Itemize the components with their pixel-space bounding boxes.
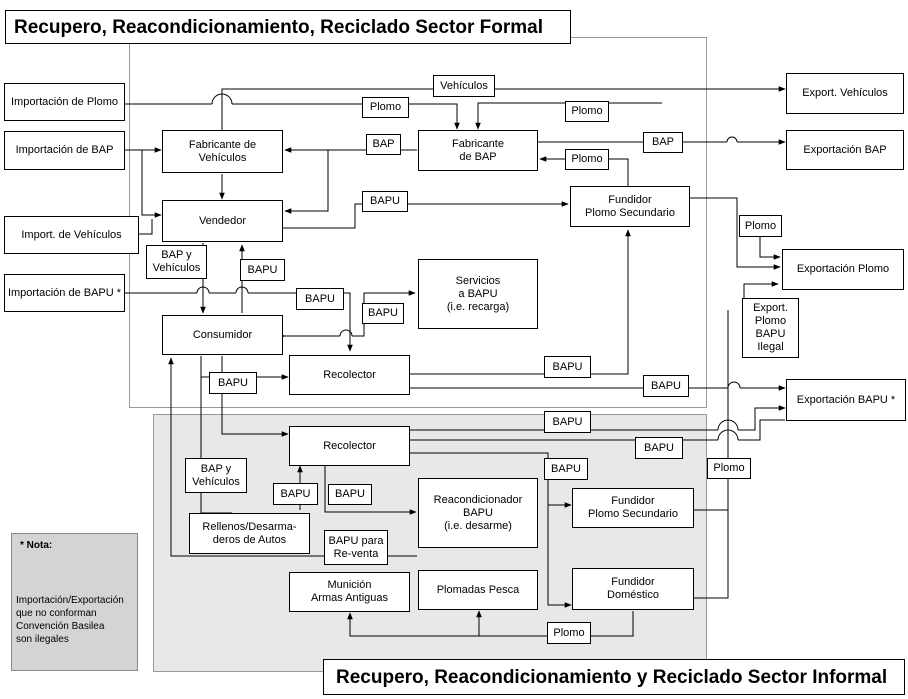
label-bap: BAP [643,132,683,153]
node-export-bap: Exportación BAP [786,130,904,170]
node-consumidor: Consumidor [162,315,283,355]
node-import-plomo: Importación de Plomo [4,83,125,121]
node-municion: Munición Armas Antiguas [289,572,410,612]
node-fundidor-secundario-informal: Fundidor Plomo Secundario [572,488,694,528]
node-import-bapu: Importación de BAPU * [4,274,125,312]
label-plomo: Plomo [565,149,609,170]
label-bapu: BAPU [240,259,285,281]
label-bapu: BAPU [296,288,344,310]
label-bap-y-vehiculos: BAP y Vehículos [146,245,207,279]
node-reacondicionador: Reacondicionador BAPU (i.e. desarme) [418,478,538,548]
label-vehiculos: Vehículos [433,75,495,97]
label-bap: BAP [366,134,401,155]
label-bap-y-vehiculos: BAP y Vehículos [185,458,247,493]
label-bapu: BAPU [209,372,257,394]
label-plomo: Plomo [739,215,782,237]
node-import-vehiculos: Import. de Vehículos [4,216,139,254]
informal-sector-title: Recupero, Reacondicionamiento y Reciclad… [323,659,905,695]
label-bapu: BAPU [544,411,591,433]
note-body: Importación/Exportación que no conforman… [16,595,124,645]
formal-sector-title: Recupero, Reacondicionamiento, Reciclado… [5,10,571,44]
node-plomadas-pesca: Plomadas Pesca [418,570,538,610]
node-servicios-bapu: Servicios a BAPU (i.e. recarga) [418,259,538,329]
node-export-bapu: Exportación BAPU * [786,379,906,421]
label-bapu: BAPU [362,303,404,324]
node-export-vehiculos: Export. Vehículos [786,73,904,114]
node-import-bap: Importación de BAP [4,131,125,170]
node-fabricante-vehiculos: Fabricante de Vehículos [162,130,283,173]
note-box: * Nota: Importación/Exportación que no c… [11,533,138,671]
label-bapu: BAPU [635,437,683,459]
node-export-plomo: Exportación Plomo [782,249,904,290]
node-fundidor-secundario-formal: Fundidor Plomo Secundario [570,186,690,227]
label-plomo: Plomo [707,458,751,479]
label-bapu: BAPU [273,483,318,505]
node-recolector-formal: Recolector [289,355,410,395]
node-vendedor: Vendedor [162,200,283,242]
note-title: * Nota: [20,540,53,551]
label-plomo: Plomo [362,97,409,118]
label-bapu: BAPU [544,458,588,480]
node-rellenos-desarmaderos: Rellenos/Desarma- deros de Autos [189,513,310,554]
label-plomo: Plomo [547,622,591,644]
label-bapu: BAPU [643,375,689,397]
node-fundidor-domestico: Fundidor Doméstico [572,568,694,610]
node-export-ilegal: Export. Plomo BAPU Ilegal [742,298,799,358]
label-bapu: BAPU [362,191,408,212]
node-fabricante-bap: Fabricante de BAP [418,130,538,171]
label-bapu-para-reventa: BAPU para Re-venta [324,530,388,565]
label-bapu: BAPU [328,484,372,505]
label-plomo: Plomo [565,101,609,122]
node-recolector-informal: Recolector [289,426,410,466]
label-bapu: BAPU [544,356,591,378]
